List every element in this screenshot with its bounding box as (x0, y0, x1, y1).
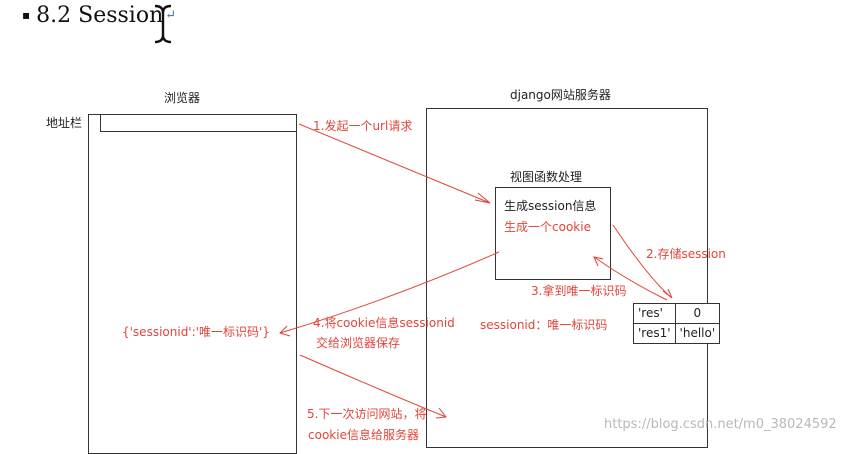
table-row: 'res1' 'hello' (633, 323, 721, 344)
step-3-label: 3.拿到唯一标识码 (531, 284, 627, 298)
address-bar[interactable] (100, 114, 297, 132)
step-2-label: 2.存储session (646, 247, 726, 261)
sessionid-label: sessionid：唯一标识码 (480, 318, 608, 332)
browser-window (88, 114, 297, 454)
table-cell-key: 'res1' (633, 323, 676, 344)
table-cell-key: 'res' (633, 303, 676, 324)
view-line-cookie: 生成一个cookie (504, 220, 591, 234)
step-1-label: 1.发起一个url请求 (313, 119, 413, 133)
heading-title: 8.2 Session (36, 2, 164, 28)
paragraph-mark-icon: ↵ (165, 7, 177, 23)
step-5-label-line1: 5.下一次访问网站，将 (307, 407, 427, 421)
section-heading: ▪ 8.2 Session ↵ (22, 2, 176, 28)
view-function-title: 视图函数处理 (510, 170, 583, 184)
browser-cookie-value: {'sessionid':'唯一标识码'} (122, 325, 270, 339)
table-row: 'res' 0 (633, 303, 721, 324)
table-cell-value: 'hello' (674, 323, 721, 344)
view-function-box (495, 187, 611, 280)
heading-bullet: ▪ (22, 8, 31, 22)
step-4-label-line2: 交给浏览器保存 (316, 336, 401, 350)
text-cursor-icon (154, 4, 172, 44)
server-title: django网站服务器 (510, 88, 611, 102)
watermark-text: https://blog.csdn.net/m0_38024592 (604, 417, 837, 432)
step-5-label-line2: cookie信息给服务器 (308, 428, 419, 442)
step-4-label-line1: 4.将cookie信息sessionid (313, 316, 455, 330)
view-line-session: 生成session信息 (504, 199, 597, 213)
table-cell-value: 0 (674, 303, 721, 324)
browser-title: 浏览器 (164, 91, 201, 105)
session-store-table: 'res' 0 'res1' 'hello' (633, 303, 721, 344)
address-bar-label: 地址栏 (46, 116, 83, 130)
